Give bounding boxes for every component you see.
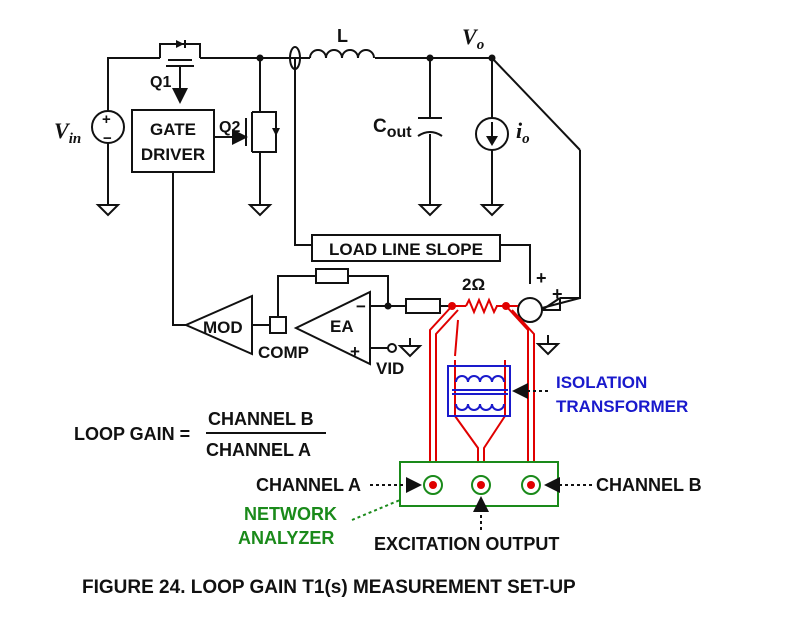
sum-plus-top: + <box>536 268 547 288</box>
analyzer-ports <box>423 475 541 495</box>
isolation-transformer <box>447 365 511 417</box>
mod-label: MOD <box>203 318 243 337</box>
vo-label: Vo <box>462 24 484 53</box>
ea-label: EA <box>330 317 354 336</box>
vin-label: Vin <box>54 118 81 147</box>
inductor-label: L <box>337 26 348 46</box>
equation-lhs: LOOP GAIN = <box>74 424 190 444</box>
isolation-transformer-label-2: TRANSFORMER <box>556 397 688 416</box>
load-line-slope-box <box>311 234 501 262</box>
svg-text:+: + <box>102 111 111 128</box>
ea-minus: − <box>356 297 366 316</box>
vid-label: VID <box>376 359 404 378</box>
gate-driver-label-1: GATE <box>150 120 196 139</box>
current-sense-ellipse <box>289 46 301 70</box>
error-amplifier <box>293 290 371 366</box>
channel-a-label: CHANNEL A <box>256 475 361 495</box>
q1-label: Q1 <box>150 74 171 91</box>
io-label: io <box>516 118 530 147</box>
network-analyzer-label-2: ANALYZER <box>238 528 334 548</box>
gate-driver-label-2: DRIVER <box>141 145 205 164</box>
isolation-transformer-label-1: ISOLATION <box>556 373 647 392</box>
network-analyzer-label-1: NETWORK <box>244 504 337 524</box>
modulator <box>183 294 253 356</box>
figure-caption: FIGURE 24. LOOP GAIN T1(s) MEASUREMENT S… <box>82 577 576 598</box>
channel-b-label: CHANNEL B <box>596 475 702 495</box>
feedback-resistor <box>315 268 349 284</box>
resistor-2ohm-label: 2Ω <box>462 275 485 294</box>
inductor <box>309 49 375 59</box>
load-current-source <box>475 117 509 151</box>
comp-node <box>269 316 287 334</box>
comp-label: COMP <box>258 343 309 362</box>
q2-mosfet <box>214 111 280 153</box>
q1-mosfet <box>159 40 201 104</box>
equation-denominator: CHANNEL A <box>206 440 311 460</box>
sum-plus-right: + <box>552 284 563 304</box>
ground-symbols <box>95 204 561 358</box>
load-line-slope-label: LOAD LINE SLOPE <box>329 240 483 259</box>
summing-junction <box>517 297 543 323</box>
vid-terminal <box>387 343 397 353</box>
vin-source: + − <box>91 110 125 147</box>
series-resistor <box>405 298 441 314</box>
output-capacitor <box>417 117 443 137</box>
equation-numerator: CHANNEL B <box>208 409 314 429</box>
gate-driver-box <box>131 109 215 173</box>
ea-plus: + <box>350 342 360 361</box>
cout-label: Cout <box>373 116 412 141</box>
loop-gain-equation: LOOP GAIN = CHANNEL B CHANNEL A <box>74 409 326 460</box>
q2-label: Q2 <box>219 119 240 136</box>
excitation-output-label: EXCITATION OUTPUT <box>374 534 559 554</box>
analyzer-pointer <box>351 499 401 521</box>
svg-text:−: − <box>103 130 112 147</box>
